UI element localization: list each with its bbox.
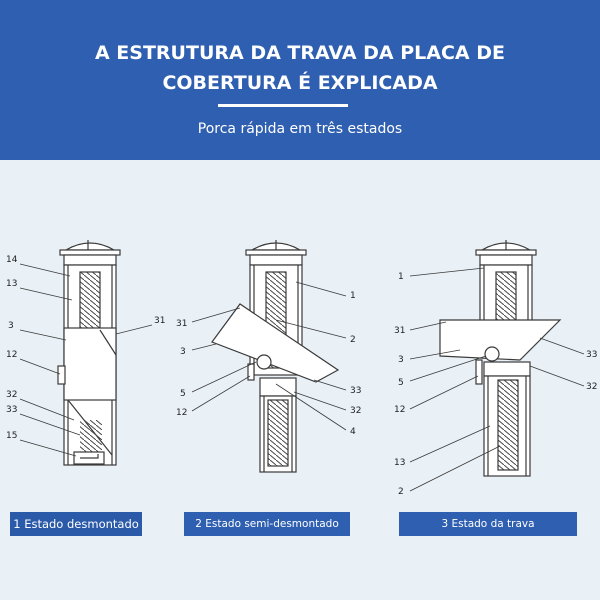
label-2: 2 bbox=[350, 335, 356, 345]
title-line-2: COBERTURA É EXPLICADA bbox=[162, 72, 438, 94]
label-13: 13 bbox=[6, 279, 17, 289]
label-1: 1 bbox=[398, 272, 404, 282]
diagram-1-leaders bbox=[19, 263, 153, 457]
label-33: 33 bbox=[6, 405, 17, 415]
label-5: 5 bbox=[398, 378, 404, 388]
label-2: 2 bbox=[398, 487, 404, 497]
label-4: 4 bbox=[350, 427, 356, 437]
label-3: 3 bbox=[8, 321, 14, 331]
label-31: 31 bbox=[176, 319, 187, 329]
header-banner: A ESTRUTURA DA TRAVA DA PLACA DE COBERTU… bbox=[0, 0, 600, 160]
title-divider bbox=[218, 104, 348, 107]
label-31: 31 bbox=[154, 316, 165, 326]
label-32: 32 bbox=[586, 382, 597, 392]
diagram-3-locked bbox=[439, 240, 562, 477]
diagram-3-labels: 1 31 3 5 12 13 2 33 32 bbox=[394, 272, 597, 497]
diagram-3-leaders bbox=[409, 267, 585, 492]
page-title: A ESTRUTURA DA TRAVA DA PLACA DE COBERTU… bbox=[0, 38, 600, 98]
page-subtitle: Porca rápida em três estados bbox=[197, 121, 403, 137]
label-12: 12 bbox=[6, 350, 17, 360]
label-12: 12 bbox=[176, 408, 187, 418]
caption-unassembled: 1 Estado desmontado bbox=[10, 512, 142, 536]
label-13: 13 bbox=[394, 458, 405, 468]
label-33: 33 bbox=[586, 350, 597, 360]
diagram-2-semi-unassembled bbox=[211, 240, 340, 473]
label-32: 32 bbox=[350, 406, 361, 416]
label-31: 31 bbox=[394, 326, 405, 336]
label-3: 3 bbox=[398, 355, 404, 365]
title-line-1: A ESTRUTURA DA TRAVA DA PLACA DE bbox=[94, 42, 505, 64]
label-32: 32 bbox=[6, 390, 17, 400]
label-33: 33 bbox=[350, 386, 361, 396]
diagram-2-labels: 1 2 31 3 5 12 33 32 4 bbox=[176, 291, 361, 437]
technical-diagram: 14 13 3 12 32 33 15 31 bbox=[6, 240, 597, 497]
caption-semi-unassembled: 2 Estado semi-desmontado bbox=[184, 512, 350, 536]
label-12: 12 bbox=[394, 405, 405, 415]
label-15: 15 bbox=[6, 431, 17, 441]
diagram-1-labels: 14 13 3 12 32 33 15 31 bbox=[6, 255, 165, 441]
label-3: 3 bbox=[180, 347, 186, 357]
label-5: 5 bbox=[180, 389, 186, 399]
diagram-2-leaders bbox=[191, 281, 347, 431]
label-1: 1 bbox=[350, 291, 356, 301]
diagram-1-unassembled bbox=[57, 240, 121, 466]
caption-locked: 3 Estado da trava bbox=[399, 512, 577, 536]
label-14: 14 bbox=[6, 255, 18, 265]
